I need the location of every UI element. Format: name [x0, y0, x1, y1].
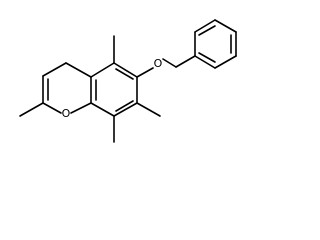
bond-ch2-phenyl	[175, 55, 196, 68]
bond-c2-o1	[42, 102, 62, 114]
bond-c7-c8	[113, 102, 138, 117]
bond-ph5-ph6	[214, 55, 237, 69]
bond-c6-o-ether	[136, 67, 154, 78]
bond-ph3-ph4	[214, 19, 237, 33]
bond-c2-methyl	[19, 102, 44, 117]
bond-c4-c4a	[65, 62, 92, 78]
bond-ph6-ph1	[194, 55, 216, 69]
bond-c5-c6-double	[115, 68, 134, 80]
ring-oxygen-label: O	[62, 107, 71, 120]
bond-c4a-c5	[90, 62, 115, 78]
bond-c3-c4	[42, 62, 67, 77]
bond-c5-c6	[113, 62, 138, 78]
bond-c7-c8-double	[115, 100, 134, 112]
bond-o-ch2	[162, 58, 177, 68]
chemical-structure-diagram: O O	[0, 0, 253, 146]
bond-ph2-ph3	[194, 19, 216, 33]
bond-o1-c8a	[70, 102, 92, 114]
bond-ph6-ph1-double	[198, 52, 216, 63]
bond-c7-methyl	[136, 102, 161, 117]
bond-c8-c8a	[90, 102, 115, 117]
bond-ph2-ph3-double	[198, 25, 216, 36]
ether-oxygen-label: O	[154, 57, 163, 70]
